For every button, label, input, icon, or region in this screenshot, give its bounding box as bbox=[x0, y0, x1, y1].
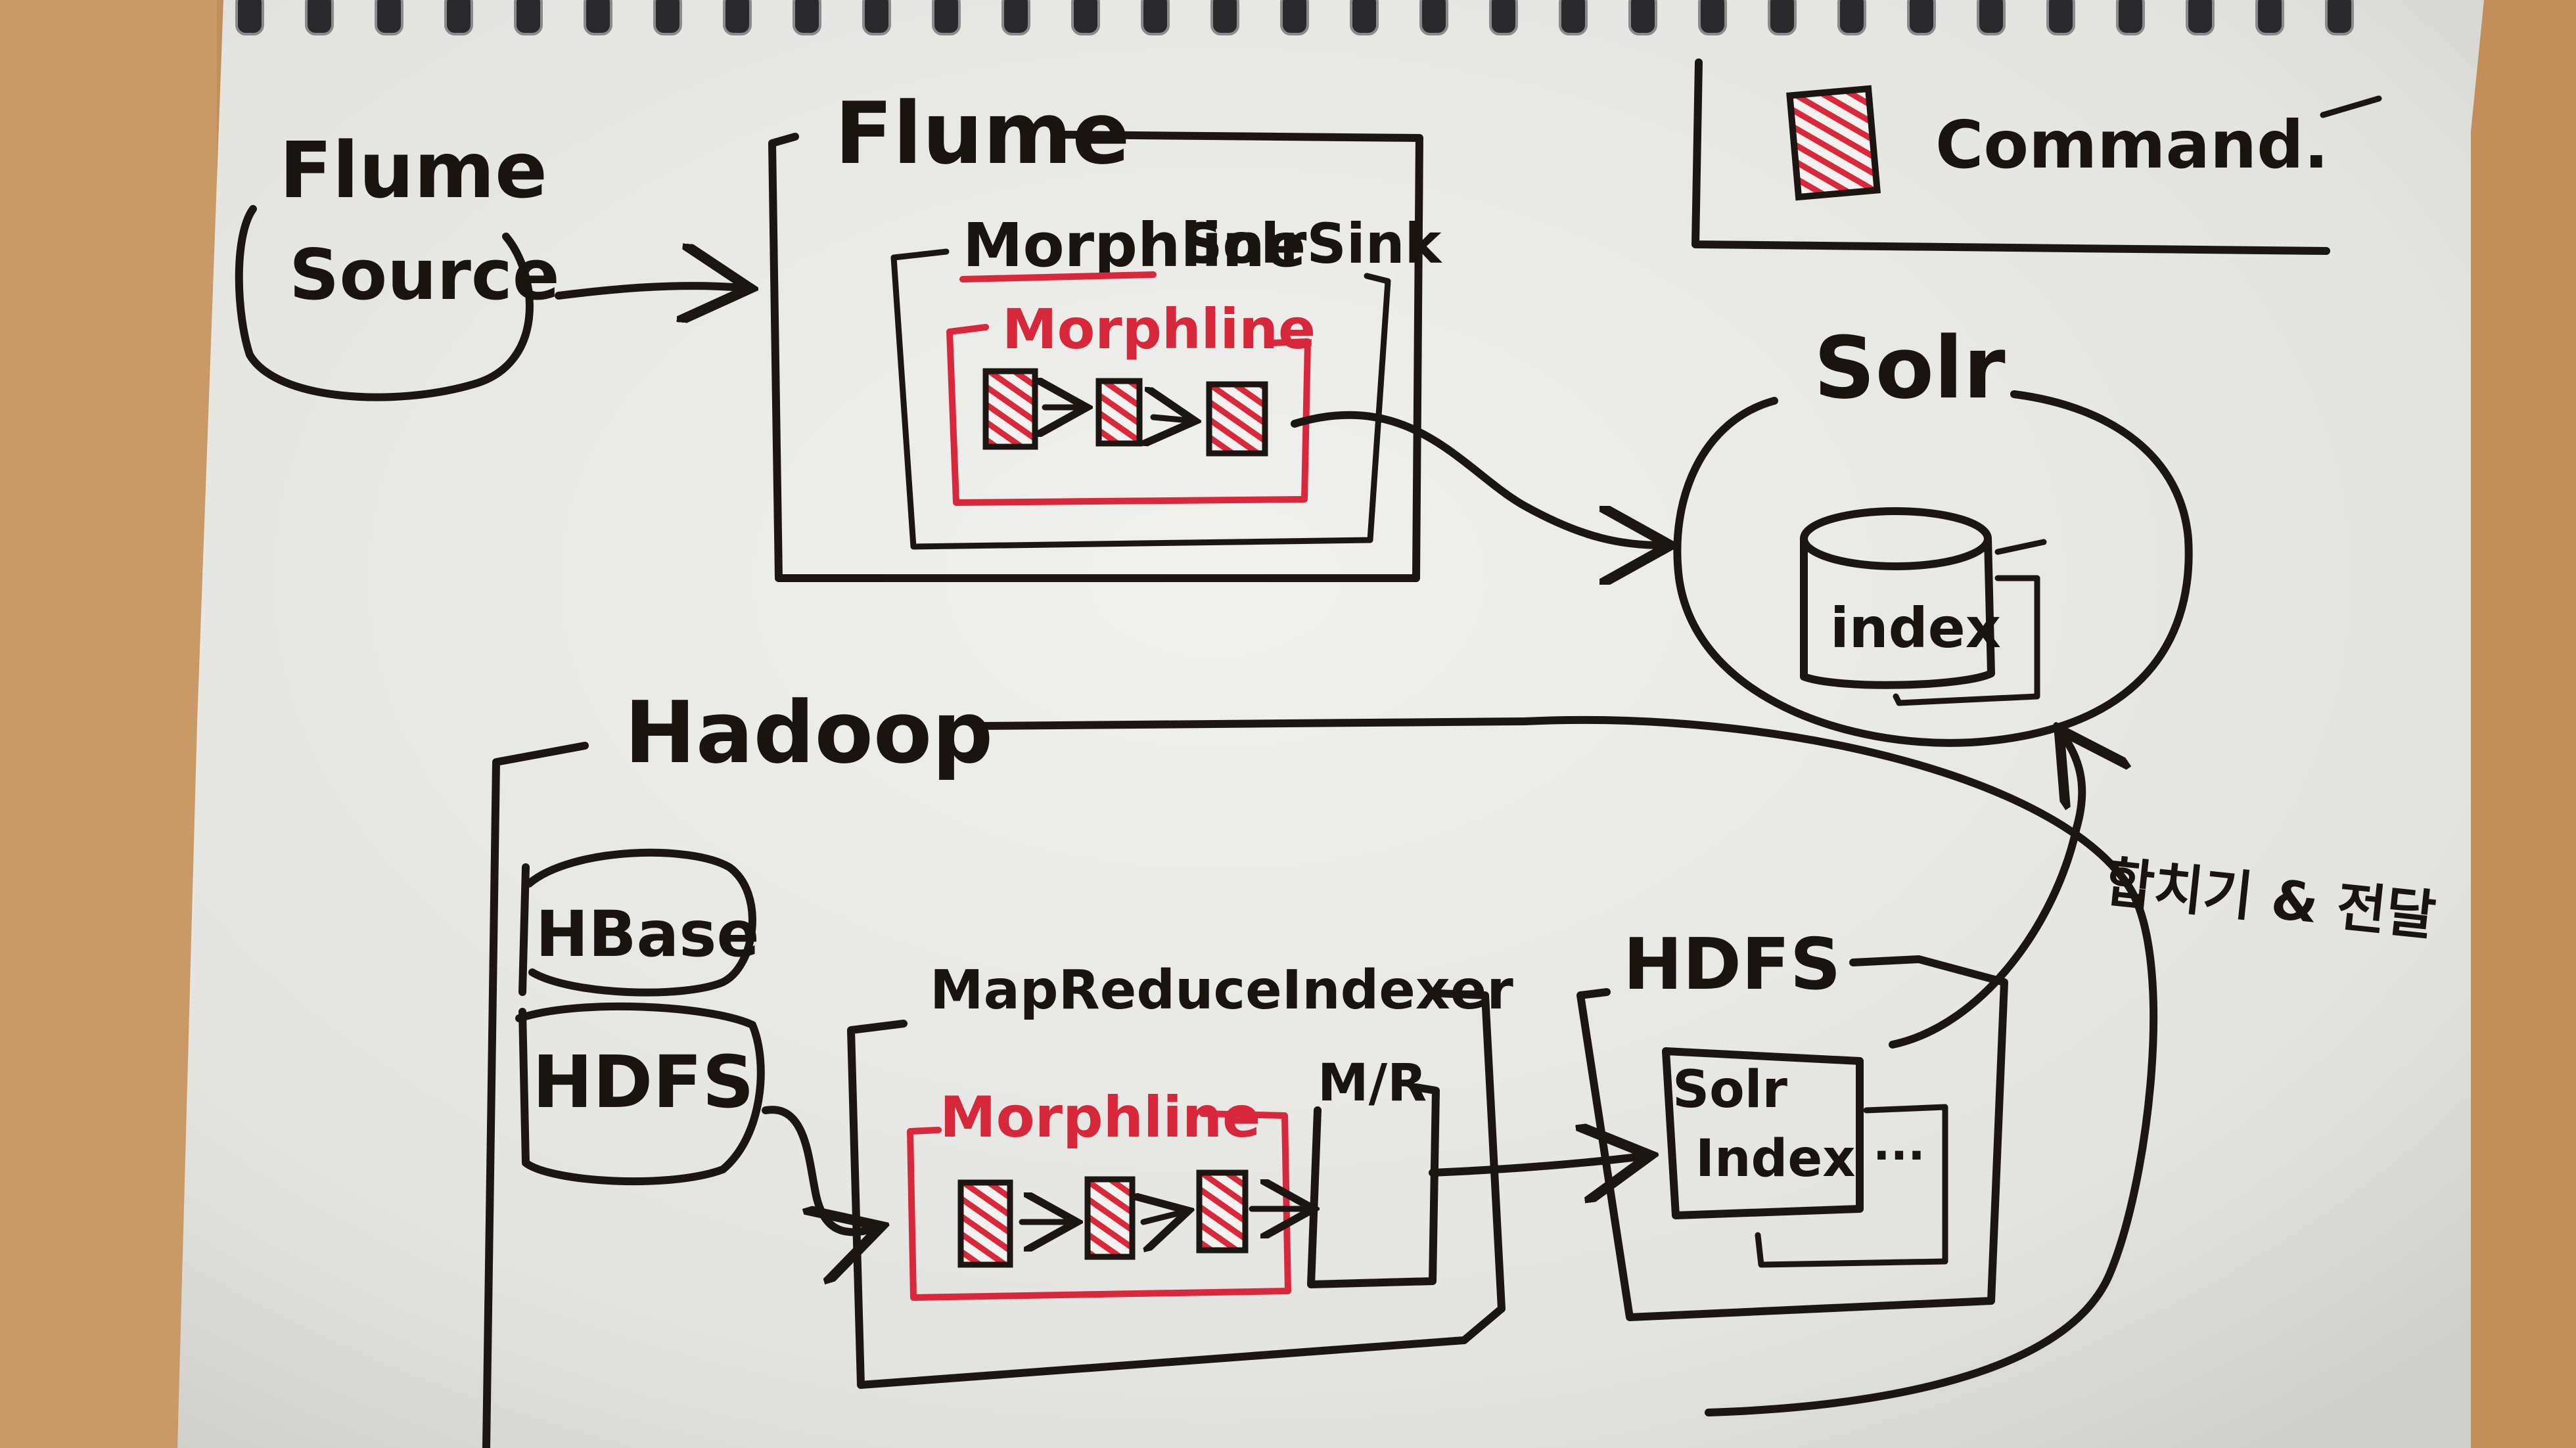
legend-command-swatch bbox=[1786, 85, 1881, 201]
arrow-hdfs-to-solr bbox=[1889, 736, 2082, 1049]
mr-node: M/R bbox=[1307, 1054, 1440, 1288]
spiral-ring bbox=[514, 0, 543, 35]
hadoop-outer-curve bbox=[1521, 715, 2158, 1416]
hdfs-solr-index-label-line2: Index bbox=[1695, 1129, 1856, 1188]
spiral-ring bbox=[723, 0, 752, 35]
solr-label: Solr bbox=[1814, 318, 2006, 418]
mr-label: M/R bbox=[1318, 1054, 1427, 1113]
spiral-binding bbox=[235, 0, 2354, 35]
spiral-ring bbox=[444, 0, 473, 35]
arrow-mr-to-hdfs bbox=[1429, 1156, 1643, 1173]
hbase-node: HBase bbox=[518, 848, 760, 997]
hdfs-left-node: HDFS bbox=[515, 1002, 765, 1186]
spiral-ring bbox=[235, 0, 264, 35]
arrow-cmd-top-2-3 bbox=[1153, 417, 1189, 420]
spiral-ring bbox=[2116, 0, 2145, 35]
command-block-top-1 bbox=[982, 368, 1038, 450]
morphline-solr-sink-box: Morphline SolrSink bbox=[890, 210, 1443, 550]
arrow-morphline-to-solr bbox=[1291, 411, 1663, 545]
spiral-ring bbox=[2046, 0, 2075, 35]
hbase-label: HBase bbox=[536, 897, 760, 971]
arrow-cmd-bottom-2-3 bbox=[1143, 1212, 1183, 1222]
hdfs-right-label: HDFS bbox=[1623, 924, 1841, 1006]
hdfs-solr-index-label-line1: Solr bbox=[1672, 1060, 1788, 1120]
spiral-ring bbox=[1628, 0, 1657, 35]
legend: Command. bbox=[1691, 58, 2382, 255]
hdfs-left-label: HDFS bbox=[532, 1040, 754, 1124]
flume-source-label-line1: Flume bbox=[279, 125, 547, 215]
spiral-ring bbox=[1350, 0, 1379, 35]
hadoop-label: Hadoop bbox=[624, 683, 993, 782]
spiral-ring bbox=[584, 0, 612, 35]
spiral-ring bbox=[1977, 0, 2006, 35]
spiral-ring bbox=[1419, 0, 1448, 35]
spiral-ring bbox=[862, 0, 891, 35]
morphline-bottom-box: Morphline bbox=[907, 1085, 1308, 1301]
spiral-ring bbox=[1768, 0, 1797, 35]
arrow-hdfs-to-mapreduce bbox=[762, 1106, 874, 1232]
command-block-top-3 bbox=[1206, 381, 1268, 457]
legend-command-label: Command. bbox=[1935, 106, 2329, 183]
morphline-bottom-label: Morphline bbox=[940, 1085, 1260, 1150]
mapreduce-indexer-box: MapReduceIndexer bbox=[847, 959, 1513, 1389]
morphline-solr-sink-label-a: Morphline bbox=[963, 210, 1306, 281]
hdfs-ellipsis: ... bbox=[1873, 1117, 1925, 1171]
spiral-ring bbox=[1698, 0, 1727, 35]
spiral-ring bbox=[1559, 0, 1588, 35]
command-block-bottom-1 bbox=[957, 1179, 1013, 1268]
command-block-top-2 bbox=[1095, 378, 1143, 447]
morphline-top-box: Morphline bbox=[946, 297, 1316, 506]
spiral-ring bbox=[375, 0, 403, 35]
hdfs-right-box: HDFS Solr Index ... bbox=[1576, 924, 2008, 1321]
flume-label: Flume bbox=[835, 83, 1130, 183]
spiral-ring bbox=[1071, 0, 1100, 35]
desk-wood-stripe bbox=[0, 0, 217, 1448]
spiral-ring bbox=[2325, 0, 2354, 35]
hadoop-box: Hadoop bbox=[482, 683, 1529, 1448]
command-block-bottom-3 bbox=[1196, 1169, 1249, 1254]
spiral-ring bbox=[1210, 0, 1239, 35]
solr-index-label: index bbox=[1830, 596, 2001, 660]
flume-box: Flume bbox=[768, 83, 1423, 582]
spiral-ring bbox=[2255, 0, 2284, 35]
solr-index-cylinder: index bbox=[1800, 507, 2047, 706]
morphline-solr-sink-label-b: SolrSink bbox=[1183, 212, 1443, 276]
spiral-ring bbox=[1280, 0, 1309, 35]
spiral-ring bbox=[1489, 0, 1518, 35]
spiral-ring bbox=[793, 0, 821, 35]
command-block-bottom-2 bbox=[1084, 1176, 1136, 1260]
flume-source-node: Flume Source bbox=[235, 125, 560, 401]
spiral-ring bbox=[653, 0, 682, 35]
spiral-ring bbox=[1907, 0, 1936, 35]
spiral-ring bbox=[2186, 0, 2215, 35]
mapreduce-indexer-label: MapReduceIndexer bbox=[930, 959, 1513, 1022]
spiral-ring bbox=[1141, 0, 1170, 35]
arrow-source-to-flume bbox=[555, 286, 743, 296]
morphline-top-label: Morphline bbox=[1002, 297, 1316, 361]
spiral-ring bbox=[305, 0, 334, 35]
spiral-ring bbox=[932, 0, 961, 35]
spiral-ring bbox=[1001, 0, 1030, 35]
flume-source-label-line2: Source bbox=[289, 235, 560, 315]
spiral-ring bbox=[1837, 0, 1866, 35]
solr-node: Solr index bbox=[1673, 318, 2193, 747]
